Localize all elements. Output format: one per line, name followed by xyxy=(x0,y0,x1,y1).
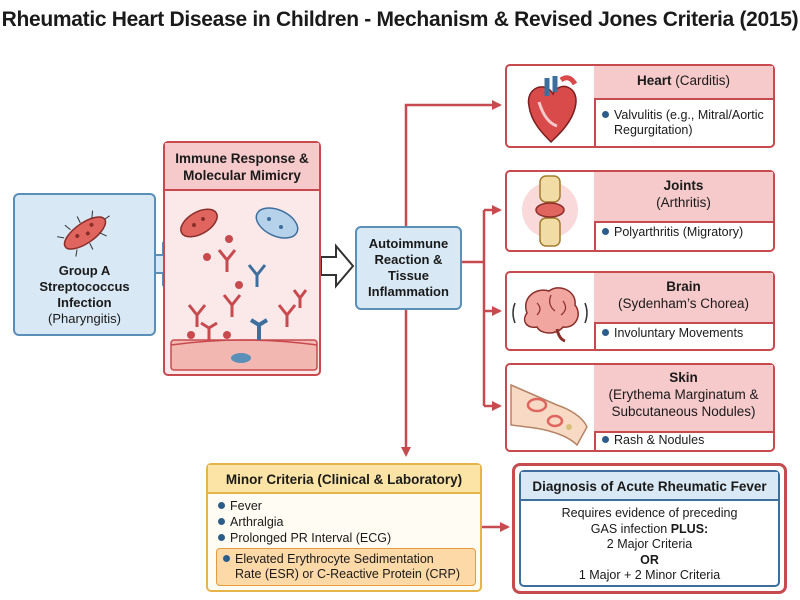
joints-title: Joints xyxy=(663,178,704,193)
brain-image xyxy=(507,273,596,349)
major-criteria-skin: Skin (Erythema Marginatum & Subcutaneous… xyxy=(505,363,775,452)
diagnosis-title: Diagnosis of Acute Rheumatic Fever xyxy=(521,472,778,501)
skin-rash-icon xyxy=(510,383,588,447)
heart-subtitle: (Carditis) xyxy=(675,73,731,88)
immune-response-box: Immune Response & Molecular Mimicry xyxy=(163,141,321,376)
skin-subtitle-1: (Erythema Marginatum & xyxy=(608,387,759,402)
strep-line1: Group A xyxy=(58,263,111,278)
major-criteria-joints: Joints (Arthritis) Polyarthritis (Migrat… xyxy=(505,170,775,252)
heart-header: Heart (Carditis) xyxy=(594,66,773,100)
minor-item-esr-crp: Elevated Erythrocyte Sedimentation Rate … xyxy=(216,548,476,586)
heart-item-line1: Valvulitis (e.g., Mitral/Aortic xyxy=(614,108,764,122)
diagram-title: Rheumatic Heart Disease in Children - Me… xyxy=(1,8,799,31)
skin-image xyxy=(507,365,596,450)
minor-item-arthralgia: Arthralgia xyxy=(218,515,284,530)
heart-image xyxy=(507,66,596,146)
joint-icon xyxy=(522,175,578,247)
diagnosis-line5: 1 Major + 2 Minor Criteria xyxy=(578,568,721,582)
major-criteria-heart: Heart (Carditis) Valvulitis (e.g., Mitra… xyxy=(505,64,775,148)
antibody-icon xyxy=(187,249,308,327)
joints-item-text: Polyarthritis (Migratory) xyxy=(614,225,744,239)
minor-item-text: Prolonged PR Interval (ECG) xyxy=(230,531,392,545)
brain-item: Involuntary Movements xyxy=(602,326,767,341)
brain-header: Brain (Sydenham’s Chorea) xyxy=(594,273,773,324)
strep-infection-box: Group A Streptococcus Infection (Pharyng… xyxy=(13,193,156,336)
diagnosis-plus: PLUS: xyxy=(670,521,709,536)
diagnosis-line2-text: GAS infection xyxy=(590,521,671,536)
diagnosis-line1: Requires evidence of preceding xyxy=(561,506,738,520)
heart-title: Heart xyxy=(636,73,672,88)
minor-item-fever: Fever xyxy=(218,499,262,514)
strep-line2: Streptococcus xyxy=(39,279,130,294)
autoimmune-line4: Inflammation xyxy=(368,284,449,299)
brain-icon xyxy=(512,287,588,343)
heart-icon xyxy=(527,75,578,144)
diagnosis-or: OR xyxy=(640,552,659,567)
arrow-immune-to-autoimmune xyxy=(320,243,355,289)
heart-item: Valvulitis (e.g., Mitral/Aortic Regurgit… xyxy=(602,108,767,138)
diagnosis-body: Requires evidence of preceding GAS infec… xyxy=(521,506,778,584)
joints-image xyxy=(507,172,596,250)
minor-criteria-title: Minor Criteria (Clinical & Laboratory) xyxy=(208,465,480,494)
strep-line3: Infection xyxy=(57,295,112,310)
minor-item-pr-interval: Prolonged PR Interval (ECG) xyxy=(218,531,391,546)
skin-header: Skin (Erythema Marginatum & Subcutaneous… xyxy=(594,365,773,433)
skin-title: Skin xyxy=(669,370,698,385)
autoimmune-line3: Tissue xyxy=(388,268,429,283)
diagnosis-inner: Diagnosis of Acute Rheumatic Fever Requi… xyxy=(519,470,780,587)
strep-label: Group A Streptococcus Infection (Pharyng… xyxy=(15,263,154,327)
autoimmune-line1: Autoimmune xyxy=(368,236,449,251)
joints-item: Polyarthritis (Migratory) xyxy=(602,225,767,240)
minor-item-text: Fever xyxy=(230,499,262,513)
bacteria-icon xyxy=(180,207,299,239)
skin-item-text: Rash & Nodules xyxy=(614,433,705,447)
esr-line2: Rate (ESR) or C-Reactive Protein (CRP) xyxy=(235,567,461,581)
autoimmune-line2: Reaction & xyxy=(374,252,443,267)
diagnosis-line2: GAS infection PLUS: xyxy=(521,522,778,538)
brain-subtitle: (Sydenham’s Chorea) xyxy=(617,296,750,311)
immune-line2: Molecular Mimicry xyxy=(183,168,301,183)
major-criteria-brain: Brain (Sydenham’s Chorea) Involuntary Mo… xyxy=(505,271,775,351)
minor-item-text: Arthralgia xyxy=(230,515,284,529)
joints-subtitle: (Arthritis) xyxy=(656,195,711,210)
immune-line1: Immune Response & xyxy=(175,151,309,166)
strep-line4: (Pharyngitis) xyxy=(48,311,121,326)
bacteria-icon xyxy=(56,210,110,257)
diagnosis-box: Diagnosis of Acute Rheumatic Fever Requi… xyxy=(512,463,787,594)
brain-item-text: Involuntary Movements xyxy=(614,326,744,340)
diagnosis-line3: 2 Major Criteria xyxy=(606,537,693,551)
heart-item-line2: Regurgitation) xyxy=(614,123,693,137)
immune-header: Immune Response & Molecular Mimicry xyxy=(165,143,319,191)
skin-subtitle-2: Subcutaneous Nodules) xyxy=(611,404,756,419)
minor-criteria-box: Minor Criteria (Clinical & Laboratory) F… xyxy=(206,463,482,592)
brain-title: Brain xyxy=(666,279,701,294)
skin-item: Rash & Nodules xyxy=(602,433,767,448)
molecular-mimicry-illustration xyxy=(170,207,318,371)
esr-line1: Elevated Erythrocyte Sedimentation xyxy=(235,552,434,566)
autoimmune-reaction-box: Autoimmune Reaction & Tissue Inflammatio… xyxy=(355,226,462,310)
joints-header: Joints (Arthritis) xyxy=(594,172,773,223)
